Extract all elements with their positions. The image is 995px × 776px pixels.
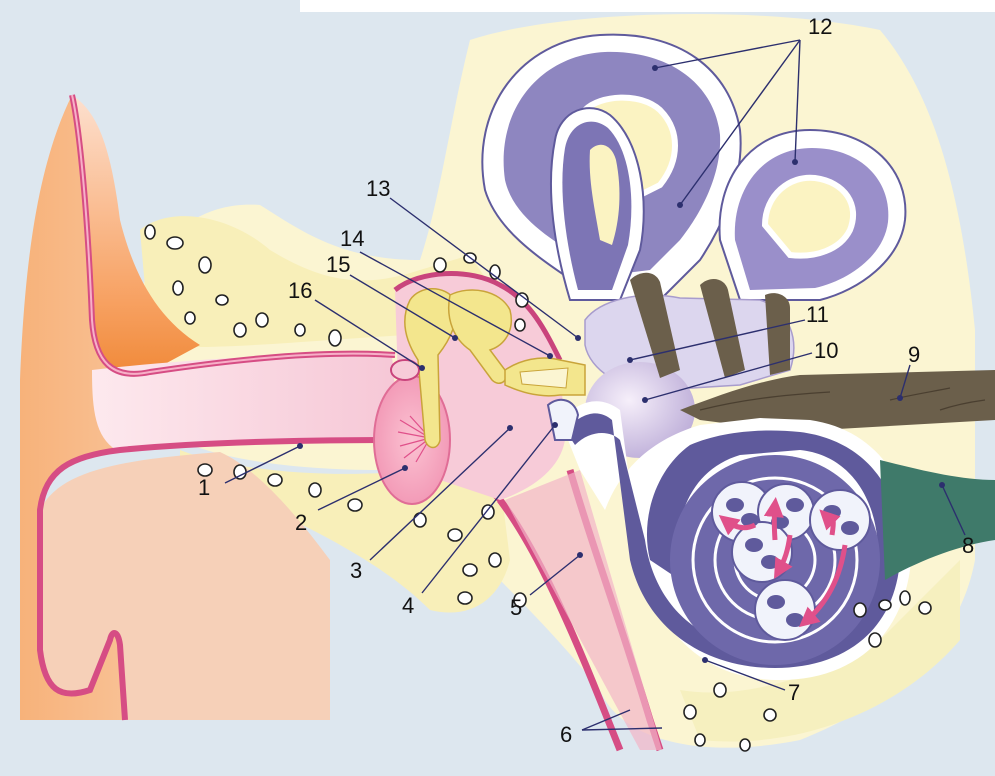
label-6: 6	[560, 722, 572, 747]
label-12: 12	[808, 14, 832, 39]
label-11: 11	[806, 302, 829, 327]
label-14: 14	[340, 226, 364, 251]
top-border	[300, 0, 995, 12]
label-9: 9	[908, 342, 920, 367]
label-1: 1	[198, 475, 210, 500]
label-7: 7	[788, 680, 800, 705]
label-8: 8	[962, 533, 974, 558]
label-15: 15	[326, 252, 350, 277]
label-3: 3	[350, 558, 362, 583]
label-2: 2	[295, 510, 307, 535]
canal-hole-3	[765, 178, 853, 256]
label-13: 13	[366, 176, 390, 201]
label-5: 5	[510, 595, 522, 620]
label-10: 10	[814, 338, 838, 363]
label-4: 4	[402, 593, 414, 618]
label-16: 16	[288, 278, 312, 303]
